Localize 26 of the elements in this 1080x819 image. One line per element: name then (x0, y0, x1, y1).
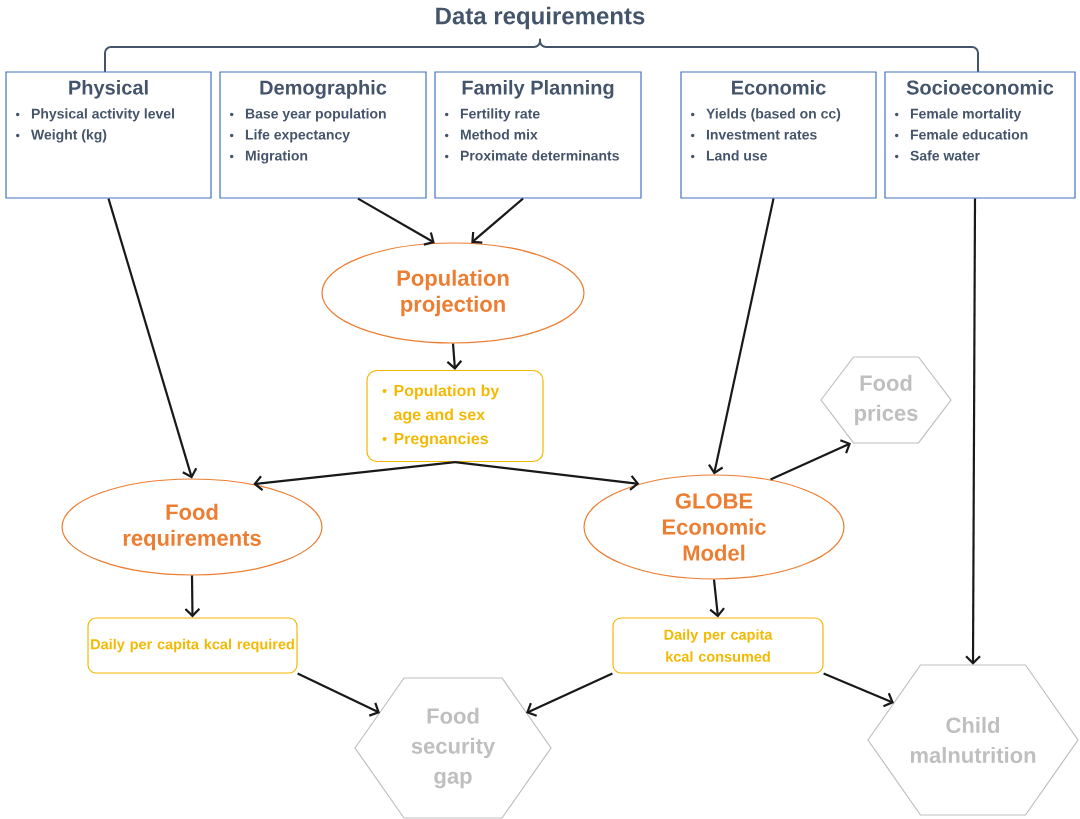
arrow (709, 579, 725, 618)
arrow (357, 197, 435, 246)
outcome-hexagon: Food security gap (354, 677, 552, 819)
data-box: Family Planning Fertility rate Method mix Proximate determinants (434, 71, 642, 199)
arrow (770, 439, 851, 481)
data-box: Socioeconomic Female mortality Female education Safe water (884, 71, 1076, 199)
arrow (454, 461, 640, 491)
data-box: Physical Physical activity level Weight (kg) (5, 71, 212, 199)
data-box: Economic Yields (based on cc) Investment rates Land use (680, 71, 877, 199)
arrow (184, 575, 201, 618)
arrow (708, 198, 775, 475)
arrow (107, 198, 198, 479)
data-box: Demographic Base year population Life expectancy Migration (219, 71, 427, 199)
arrow (526, 672, 613, 717)
arrow (471, 197, 524, 244)
outcome-hexagon: Child malnutrition (867, 664, 1079, 816)
outcome-hexagon: Food prices (820, 356, 952, 444)
title: Data requirements (436, 6, 645, 30)
output-box: Daily per capita kcal consumed (612, 617, 824, 674)
output-box: Daily per capita kcal required (87, 617, 298, 674)
arrow (446, 343, 463, 370)
arrow (297, 672, 380, 717)
arrow (253, 461, 456, 491)
output-box: Population by age and sex Pregnancies (366, 369, 544, 463)
arrow (823, 672, 894, 708)
arrow (965, 198, 981, 665)
